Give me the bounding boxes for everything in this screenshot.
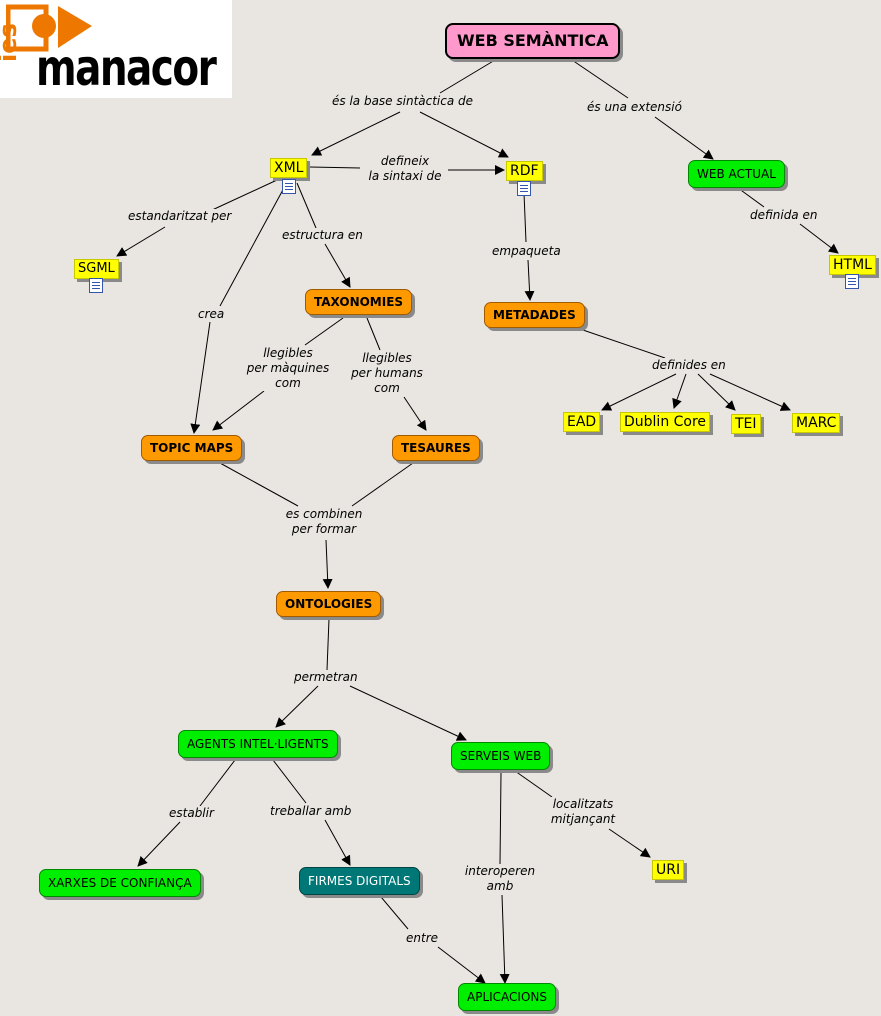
link-line: [571, 59, 629, 99]
link-line: [709, 373, 791, 411]
document-icon[interactable]: [89, 278, 103, 293]
link-line: [137, 821, 181, 867]
concept-web-actual[interactable]: WEB ACTUAL: [688, 160, 785, 188]
link-line: [524, 259, 535, 301]
link-line: [326, 618, 330, 671]
logo-ies-text: ies: [0, 23, 22, 62]
link-line: [219, 462, 299, 507]
link-line: [437, 946, 486, 984]
link-label: és la base sintàctica de: [332, 94, 474, 109]
link-line: [309, 166, 361, 169]
concept-agents-intelligents[interactable]: AGENTS INTEL·LIGENTS: [178, 730, 338, 758]
concept-ontologies[interactable]: ONTOLOGIES: [276, 591, 382, 617]
link-label: entre: [406, 931, 439, 946]
link-line: [654, 116, 714, 160]
concept-metadades[interactable]: METADADES: [484, 302, 585, 328]
document-icon[interactable]: [282, 179, 296, 194]
concept-web-semantica[interactable]: WEB SEMÀNTICA: [445, 23, 621, 59]
link-line: [672, 373, 687, 409]
link-line: [523, 192, 527, 243]
link-line: [190, 321, 211, 434]
link-line: [380, 896, 409, 930]
link-line: [697, 373, 736, 411]
link-line: [366, 317, 381, 351]
link-line: [311, 111, 401, 156]
link-line: [212, 390, 265, 431]
link-label: treballar amb: [270, 804, 352, 819]
concept-taxonomies[interactable]: TAXONOMIES: [305, 289, 413, 315]
concept-uri[interactable]: URI: [652, 860, 685, 880]
link-label: estandaritzat per: [128, 209, 232, 224]
link-line: [324, 819, 351, 866]
link-label: definida en: [750, 208, 818, 223]
link-label: crea: [198, 307, 225, 322]
concept-ead[interactable]: EAD: [563, 412, 601, 432]
concept-dublin-core[interactable]: Dublin Core: [620, 412, 711, 432]
link-line: [514, 770, 553, 798]
link-line: [439, 59, 496, 94]
concept-tei[interactable]: TEI: [731, 414, 761, 434]
ies-manacor-logo: ies manacor: [0, 0, 232, 98]
concept-tesaures[interactable]: TESAURES: [392, 435, 480, 461]
concept-xarxes-de-confianca[interactable]: XARXES DE CONFIANÇA: [39, 869, 201, 897]
link-line: [349, 685, 467, 741]
link-label: permetran: [294, 670, 358, 685]
link-line: [419, 111, 509, 158]
link-line: [116, 226, 166, 257]
concept-firmes-digitals[interactable]: FIRMES DIGITALS: [299, 867, 420, 895]
link-label: empaqueta: [492, 244, 561, 259]
link-line: [209, 179, 278, 212]
link-label: estructura en: [282, 228, 363, 243]
link-line: [324, 243, 351, 288]
concept-sgml[interactable]: SGML: [74, 259, 119, 279]
link-line: [579, 328, 666, 359]
link-line: [499, 894, 510, 984]
document-icon[interactable]: [845, 274, 859, 289]
link-line: [351, 462, 414, 507]
concept-rdf[interactable]: RDF: [506, 161, 543, 181]
link-label: definides en: [652, 358, 726, 373]
link-line: [403, 396, 427, 431]
link-line: [296, 182, 317, 229]
link-line: [601, 373, 677, 411]
concept-topic-maps[interactable]: TOPIC MAPS: [141, 435, 243, 461]
link-line: [272, 759, 307, 804]
logo-play-icon: [6, 4, 92, 52]
link-label: és una extensió: [587, 100, 682, 115]
link-line: [499, 772, 502, 865]
concept-xml[interactable]: XML: [270, 158, 308, 178]
link-line: [322, 539, 333, 589]
link-label: establir: [169, 806, 214, 821]
link-line: [304, 317, 344, 346]
link-line: [608, 828, 651, 858]
link-line: [799, 223, 839, 254]
link-line: [275, 685, 319, 728]
concept-serveis-web[interactable]: SERVEIS WEB: [451, 742, 551, 770]
document-icon[interactable]: [517, 181, 531, 196]
logo-name-text: manacor: [36, 39, 217, 97]
concept-marc[interactable]: MARC: [792, 413, 841, 433]
concept-aplicacions[interactable]: APLICACIONS: [458, 983, 557, 1011]
link-line: [219, 185, 286, 307]
link-line: [199, 759, 236, 807]
link-line: [737, 187, 765, 208]
concept-html[interactable]: HTML: [829, 255, 876, 275]
